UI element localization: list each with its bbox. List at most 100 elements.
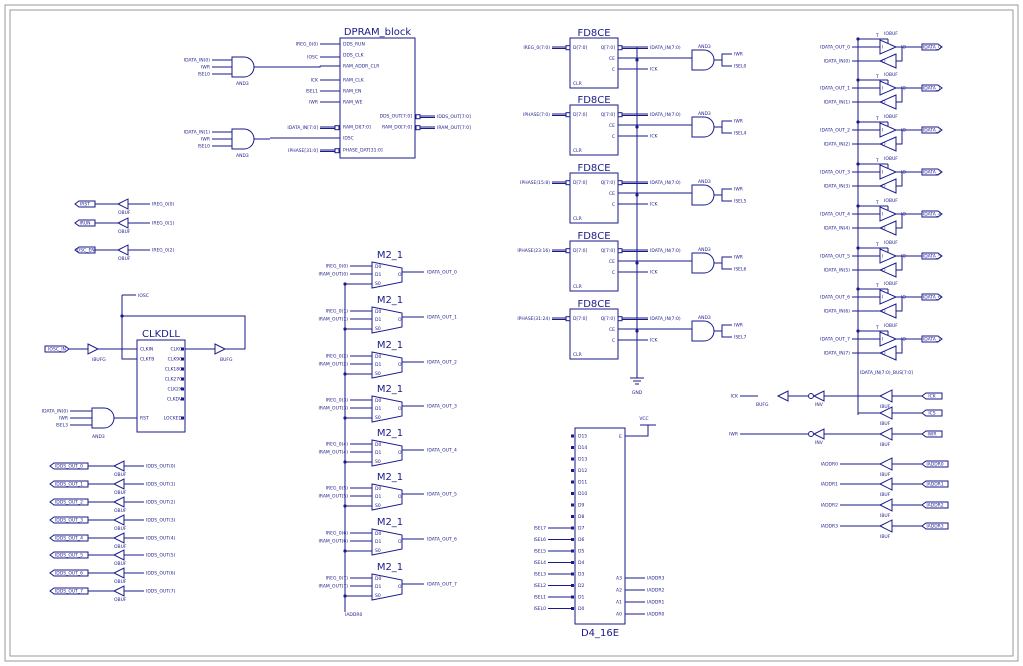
decoder-pin-label: D4 — [578, 560, 584, 566]
pin-marker — [565, 316, 571, 322]
mux-input-net: IREG_0(1) — [326, 309, 349, 315]
iobuf-in-net: IDATA_IN(2) — [824, 142, 850, 148]
fd8ce-pin-label: D[7:0] — [573, 45, 587, 51]
pad-label: IDATA_4 — [923, 212, 941, 218]
output-pad — [49, 498, 89, 506]
output-pad — [49, 480, 89, 488]
junction-dot — [635, 58, 639, 62]
pad-label: IADDR0 — [926, 462, 943, 468]
fd8ce-q-net: IDATA_IN(7:0) — [650, 180, 681, 186]
fd8ce-pin-label: Q[7:0] — [601, 180, 616, 186]
fd8ce-pin-label: CE — [609, 123, 615, 129]
pad-label: IDATA_7 — [923, 337, 941, 343]
and-input-net: ISEL0 — [198, 72, 211, 78]
decoder-addr-net: IADDR1 — [647, 600, 664, 606]
decoder-sel-net: ISEL3 — [534, 572, 547, 578]
fd8ce-pin-label: D[7:0] — [573, 112, 587, 118]
mux-input-net: IRAM_OUT(7) — [319, 584, 349, 590]
fd8ce-pin-label: Q[7:0] — [601, 112, 616, 118]
sheet-border — [4, 4, 1019, 662]
pin-marker — [565, 45, 571, 51]
dpram-pin-label: DDS_OUT[7:0] — [380, 114, 413, 120]
pin-marker — [565, 248, 571, 254]
io-pad — [921, 126, 943, 134]
mux-pin-label: D1 — [375, 494, 381, 500]
decoder-pin-label: D9 — [578, 503, 584, 509]
input-pad — [921, 501, 949, 509]
iobuf-label: IOBUF — [884, 72, 898, 78]
dpram-pin-label: RAM_EN — [343, 89, 361, 95]
decoder-sel-net: ISEL7 — [534, 526, 547, 532]
dds-out-net: IDDS_OUT(3) — [146, 518, 176, 524]
iobuf-out-net: IDATA_OUT_5 — [820, 254, 850, 260]
mux-pin-label: D0 — [375, 442, 381, 448]
input-pad — [74, 219, 96, 227]
iobuf-in-net: IDATA_IN(7) — [824, 351, 850, 357]
fd8ce-ck-net: ICK — [650, 67, 658, 73]
iwr-net: IWR — [729, 432, 738, 438]
fd8ce-pin-label: CLR — [573, 81, 582, 87]
fd8ce-wr-net: IWR — [734, 323, 743, 329]
io-pad — [921, 84, 943, 92]
and-input-net: ISEL0 — [198, 144, 211, 150]
buffer-label: OBUF — [114, 544, 127, 550]
buffer-label: OBUF — [114, 561, 127, 567]
wire — [896, 256, 903, 271]
mux-output-net: IDATA_OUT_1 — [427, 315, 457, 321]
fd8ce-block — [569, 104, 619, 156]
wire — [121, 315, 246, 360]
output-pad — [49, 462, 89, 470]
wire — [714, 324, 732, 332]
mux-output-net: IDATA_OUT_2 — [427, 360, 457, 366]
decoder-pin-label: D0 — [578, 606, 584, 612]
fd8ce-q-net: IDATA_IN(7:0) — [650, 248, 681, 254]
iobuf-in-net: IDATA_IN(6) — [824, 309, 850, 315]
iobuf-in-net: IDATA_IN(1) — [824, 100, 850, 106]
mux-pin-label: O — [398, 584, 402, 590]
ibuf-symbol — [878, 389, 893, 403]
ick-net: ICK — [731, 394, 739, 400]
mux-symbol — [371, 439, 403, 467]
pad-label: IOSC_IN — [48, 347, 66, 353]
iobuf-pin-label: T — [875, 158, 879, 164]
fd8ce-pin-label: CLR — [573, 216, 582, 222]
buffer-label: IBUF — [880, 492, 891, 498]
wire — [896, 130, 903, 145]
wire — [714, 53, 732, 61]
and-input-net: ISEL3 — [56, 423, 69, 429]
mux-input-net: IRAM_OUT(2) — [319, 362, 349, 368]
fd8ce-d-net: IPHASE(31:24) — [517, 316, 550, 322]
io-pad — [921, 210, 943, 218]
dds-out-net: IDDS_OUT(2) — [146, 500, 176, 506]
gnd-label: GND — [632, 390, 643, 396]
mux-input-net: IREG_0(2) — [326, 354, 349, 360]
iobuf-pin-label: O — [882, 268, 886, 274]
pad-label: IDDS_OUT_3 — [55, 518, 83, 524]
fd8ce-sel-net: ISEL7 — [734, 335, 747, 341]
fd8ce-pin-label: C — [612, 67, 615, 73]
mux-symbol — [371, 528, 403, 556]
output-pad — [49, 534, 89, 542]
vcc-label: VCC — [639, 416, 648, 422]
buffer-label: INV — [815, 440, 824, 446]
iobuf-pin-label: I — [882, 170, 883, 176]
decoder-sel-net: ISEL5 — [534, 549, 547, 555]
junction-dot — [635, 193, 639, 197]
mux-sel-net: IADDR0 — [345, 612, 362, 618]
obuf-symbol — [116, 198, 129, 210]
mux-title: M2_1 — [377, 250, 403, 261]
iobuf-label: IOBUF — [884, 114, 898, 120]
decoder-pin-label: D13 — [578, 457, 587, 463]
buffer-label: BUFG — [220, 357, 233, 363]
fd8ce-d-net: IPHASE(7:0) — [523, 112, 550, 118]
decoder-addr-net: IADDR3 — [647, 576, 664, 582]
mux-pin-label: D1 — [375, 450, 381, 456]
decoder-sel-net: ISEL1 — [534, 595, 547, 601]
decoder-pin — [571, 515, 574, 518]
decoder-pin — [571, 572, 574, 576]
buffer-label: OBUF — [114, 508, 127, 514]
and-label: AND3 — [92, 434, 105, 440]
clkdll-pin-label: CLKIN — [140, 347, 153, 353]
dpram-pin-label: DDS_CLK — [343, 53, 365, 59]
